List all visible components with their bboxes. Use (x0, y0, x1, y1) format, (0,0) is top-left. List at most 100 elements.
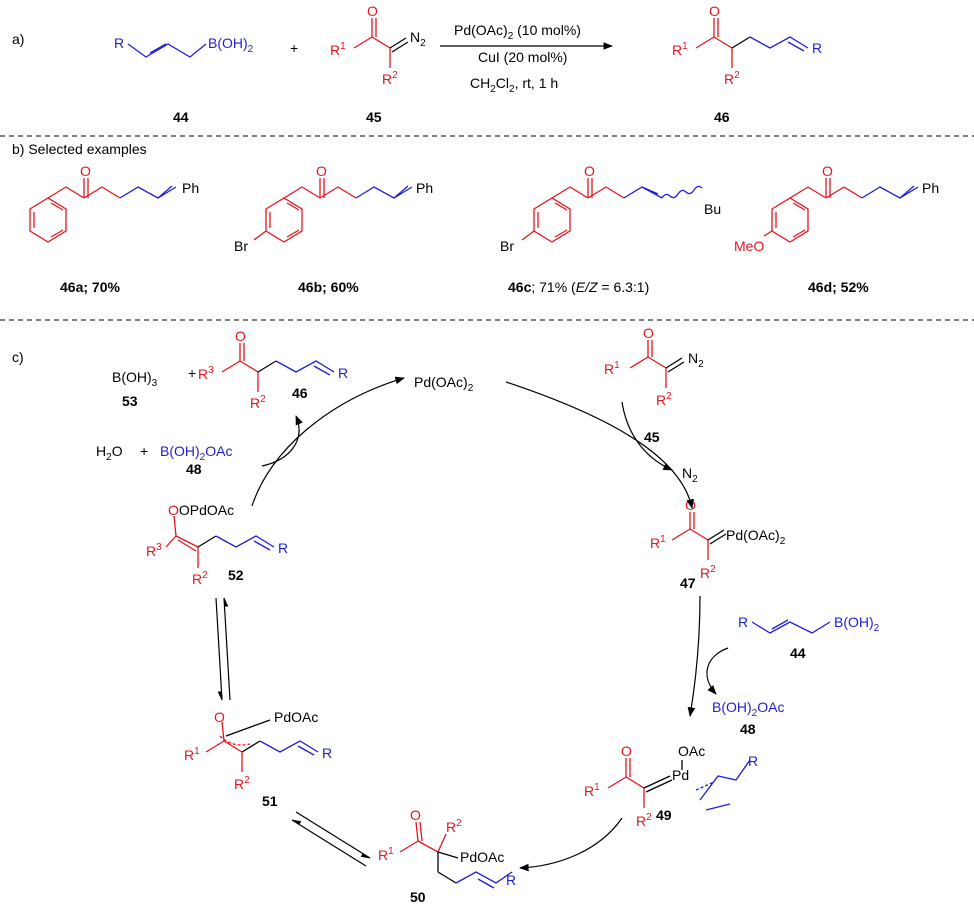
intermediate-51-number: 51 (262, 793, 278, 809)
equilibrium-51-52-fwd (215, 597, 223, 701)
part-c-label: c) (12, 349, 24, 365)
example-46a-sub: Ph (182, 180, 199, 196)
svg-text:R1: R1 (672, 41, 688, 58)
intermediate-49: O OAc Pd R1 R2 R 49 (584, 743, 758, 829)
example-46d-number: 46d (808, 279, 832, 295)
example-46c-number: 46c (508, 279, 532, 295)
svg-text:46b; 60%: 46b; 60% (298, 279, 359, 295)
svg-text:R2: R2 (446, 818, 462, 835)
cycle-allylboronic-44-number: 44 (790, 645, 806, 661)
svg-text:O: O (822, 163, 833, 179)
example-46c-sub: Bu (704, 201, 721, 217)
svg-text:R2: R2 (636, 812, 652, 829)
arrow-pd-to-47 (505, 381, 694, 509)
example-46a-number: 46a (60, 279, 84, 295)
b48-top-number: 48 (186, 461, 202, 477)
svg-text:R3: R3 (198, 365, 214, 382)
intermediate-49-number: 49 (656, 807, 672, 823)
svg-text:Pd(OAc)2 (10 mol%): Pd(OAc)2 (10 mol%) (454, 22, 581, 42)
cycle-allylboronic-44: R B(OH)2 44 (738, 614, 880, 661)
svg-text:R1: R1 (378, 846, 394, 863)
water: H (96, 443, 106, 459)
svg-text:B(OH)2OAc: B(OH)2OAc (160, 443, 232, 463)
svg-text:46d; 52%: 46d; 52% (808, 279, 869, 295)
equilibrium-50-51-rev (291, 819, 367, 867)
cycle-diazo-45-number: 45 (644, 429, 660, 445)
svg-text:R2: R2 (192, 570, 208, 587)
svg-text:Pd(OAc)2: Pd(OAc)2 (414, 374, 474, 394)
reactant-45-structure: O R1 R2 N2 45 (330, 3, 426, 125)
catalyst-pd-oac2: Pd(OAc) (414, 374, 468, 390)
product-46-r: R (812, 40, 822, 56)
svg-text:R3: R3 (146, 542, 162, 559)
svg-text:B(OH)2OAc: B(OH)2OAc (712, 699, 784, 719)
reactant-45-r1: R (330, 42, 340, 58)
svg-text:Pd(OAc)2: Pd(OAc)2 (726, 527, 786, 547)
arrow-b48-release (706, 647, 729, 695)
svg-text:O: O (410, 807, 421, 823)
svg-text:O: O (235, 328, 246, 344)
svg-text:N2: N2 (410, 29, 426, 49)
example-46c: O Bu Br 46c; 71% (E/Z = 6.3:1) (500, 163, 721, 295)
condition-cocatalyst: CuI (20 mol%) (478, 49, 567, 65)
intermediate-52: OOPdOAc R3 R2 R 52 (146, 502, 288, 587)
cycle-diazo-45: O R1 R2 N2 45 (604, 325, 704, 445)
reactant-45-number: 45 (366, 109, 382, 125)
example-46b: O Ph Br 46b; 60% (234, 163, 433, 295)
reactant-44-boron: B(OH) (208, 35, 248, 51)
reactant-45-r2: R (382, 71, 392, 87)
example-46d-para: MeO (734, 238, 764, 254)
example-46a: O Ph 46a; 70% (29, 163, 199, 295)
svg-text:O: O (367, 3, 378, 19)
svg-text:R: R (278, 540, 288, 556)
svg-text:R: R (338, 365, 348, 381)
reactant-44-number: 44 (173, 109, 189, 125)
arrow-to-product-46 (261, 415, 303, 467)
svg-text:R: R (322, 745, 332, 761)
svg-text:N2: N2 (682, 465, 698, 485)
svg-text:46c; 71% (E/Z = 6.3:1): 46c; 71% (E/Z = 6.3:1) (508, 279, 649, 295)
example-46d-sub: Ph (922, 180, 939, 196)
svg-text:B(OH)3: B(OH)3 (112, 369, 158, 389)
arrow-n2-release (621, 401, 673, 471)
equilibrium-51-52-rev (223, 597, 231, 701)
intermediate-47-number: 47 (680, 575, 696, 591)
example-46b-number: 46b (298, 279, 322, 295)
arrow-52-to-pd (251, 376, 405, 507)
example-46c-para: Br (500, 238, 514, 254)
reactant-44-r: R (114, 35, 124, 51)
part-b-label: b) Selected examples (12, 141, 147, 157)
svg-text:OOPdOAc: OOPdOAc (168, 502, 234, 518)
svg-text:PdOAc: PdOAc (274, 709, 318, 725)
condition-catalyst: Pd(OAc) (454, 22, 508, 38)
example-46b-sub: Ph (416, 180, 433, 196)
svg-text:N2: N2 (688, 350, 704, 370)
svg-text:R: R (748, 753, 758, 769)
reactant-45-n2: N (410, 29, 420, 45)
boric-acid-number: 53 (122, 393, 138, 409)
svg-text:R1: R1 (330, 41, 346, 58)
product-46-r2: R (724, 71, 734, 87)
intermediate-50: O R1 R2 PdOAc R 50 (378, 807, 516, 905)
svg-text:O: O (685, 497, 696, 513)
product-46-structure: O R1 R2 R 46 (672, 3, 822, 125)
intermediate-47: O R1 R2 Pd(OAc)2 47 (650, 497, 786, 591)
svg-text:B(OH)2: B(OH)2 (208, 35, 254, 55)
svg-text:R2: R2 (382, 70, 398, 87)
svg-text:+: + (140, 443, 148, 459)
b48-right: B(OH) (712, 699, 752, 715)
n2-released: N (682, 465, 692, 481)
reactant-44-boron-sub: 2 (248, 44, 254, 55)
svg-text:R: R (738, 614, 748, 630)
intermediate-51: O PdOAc R1 R2 R 51 (184, 709, 332, 809)
svg-text:R1: R1 (650, 534, 666, 551)
product-46-r1: R (672, 42, 682, 58)
svg-text:O: O (584, 163, 595, 179)
b48-top: B(OH) (160, 443, 200, 459)
equilibrium-50-51-fwd (295, 811, 371, 859)
svg-text:R2: R2 (700, 564, 716, 581)
svg-text:OAc: OAc (678, 743, 705, 759)
b48-right-number: 48 (740, 721, 756, 737)
